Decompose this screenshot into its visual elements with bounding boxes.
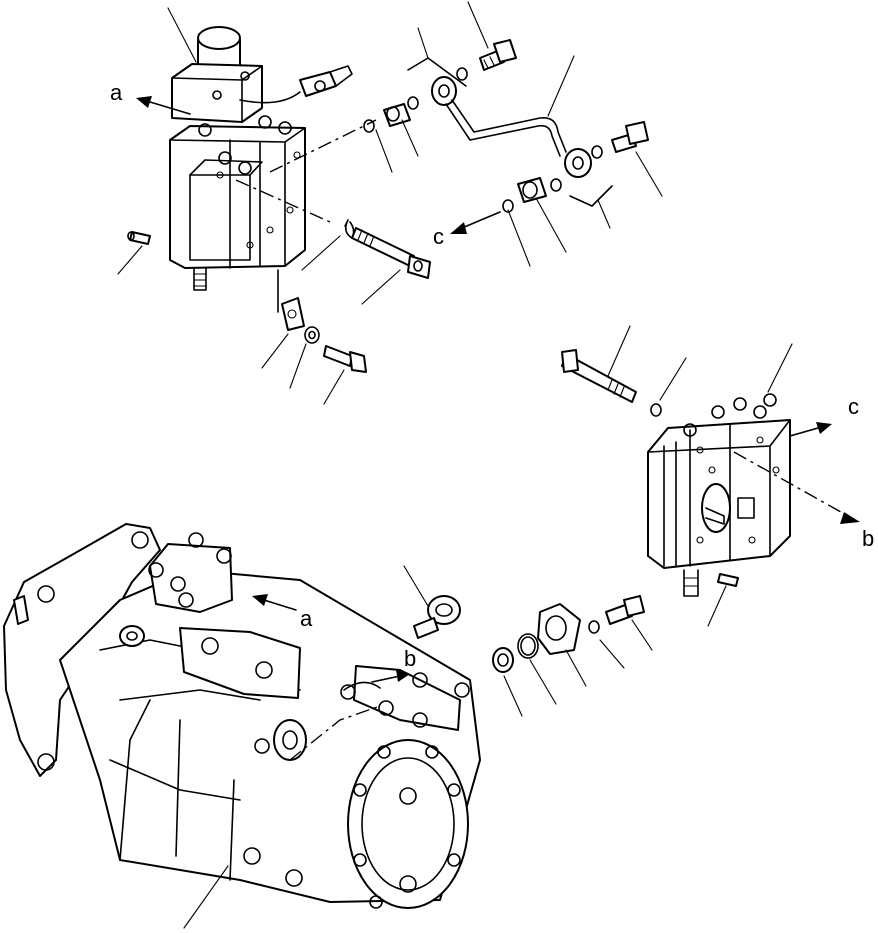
leader-lines-upper — [117, 1, 663, 405]
arrow-c-right — [789, 422, 832, 437]
o-ring-fittings-upper — [363, 67, 468, 133]
arrow-a-pump — [252, 594, 297, 611]
main-pump — [3, 523, 481, 909]
leader-lines-right — [607, 325, 793, 627]
label-b-pump: b — [404, 646, 416, 671]
group-bracket-lower — [569, 185, 613, 207]
label-a-top: a — [110, 80, 123, 105]
arrow-c-left — [450, 211, 501, 234]
centerline-bolt — [235, 179, 331, 223]
arrow-a-top — [136, 96, 191, 115]
label-c-left: c — [433, 224, 444, 249]
arrow-b-pump — [371, 670, 410, 683]
long-bolt-left — [344, 219, 431, 279]
banjo-bolt-upper — [479, 39, 517, 71]
solenoid-valve-assembly — [169, 26, 353, 331]
centerline-right — [733, 451, 849, 517]
label-a-pump: a — [300, 606, 313, 631]
bracket-washer-and-bolt — [304, 326, 367, 373]
arrow-b-right — [840, 512, 860, 524]
banjo-bolt-right — [591, 121, 649, 159]
right-valve-assembly — [647, 393, 791, 597]
pilot-tube — [431, 76, 592, 178]
o-ring-fittings-lower — [502, 177, 562, 213]
dowel-pin-right — [717, 573, 739, 587]
label-c-right: c — [848, 394, 859, 419]
pump-arrow-stub — [343, 681, 381, 691]
centerline-upper — [269, 119, 377, 173]
dowel-pin-left — [127, 231, 151, 245]
leader-lines-lower — [183, 565, 653, 929]
label-b-right: b — [862, 526, 874, 551]
long-bolt-right — [561, 349, 662, 417]
eye-bolt — [413, 595, 461, 639]
flange-parts — [492, 595, 645, 673]
